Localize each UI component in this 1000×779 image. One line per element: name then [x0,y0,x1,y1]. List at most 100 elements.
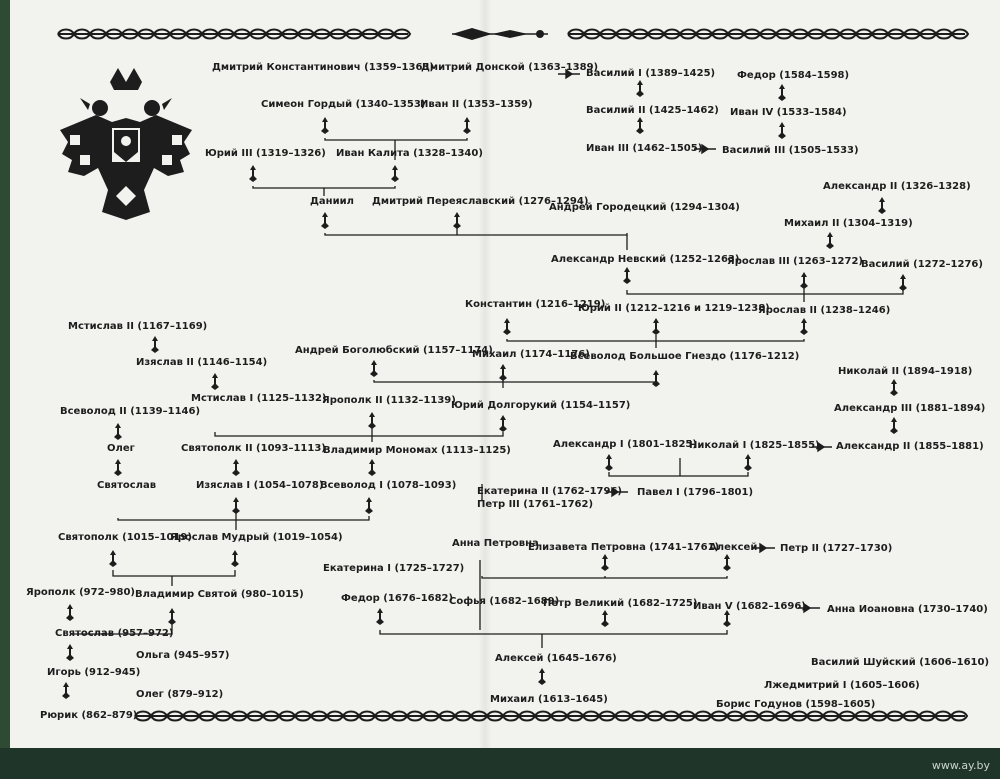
person-label: Андрей Городецкий (1294–1304) [549,202,740,213]
person-label: Василий Шуйский (1606–1610) [811,657,990,668]
person-label: Святополк II (1093–1113) [181,443,326,454]
person-label: Мстислав II (1167–1169) [68,321,208,332]
person-label: Изяслав I (1054–1078) [196,480,324,491]
person-label: Иван V (1682–1696) [693,601,806,612]
lineage-mark [744,454,752,471]
person-label: Петр III (1761–1762) [477,499,594,510]
connectors [70,138,904,648]
person-label: Александр II (1855–1881) [836,441,984,452]
person-label: Симеон Гордый (1340–1353) [261,99,426,110]
lineage-mark [538,668,546,685]
person-label: Елизавета Петровна (1741–1761) [528,542,720,553]
person-label: Владимир Мономах (1113–1125) [323,445,511,456]
person-label: Александр II (1326–1328) [823,181,971,192]
person-label: Павел I (1796–1801) [637,487,754,498]
ornament-top-left [57,28,412,40]
person-label: Михаил (1174–1176) [472,349,590,360]
lineage-mark [636,80,644,97]
person-label: Ярослав III (1263–1272) [727,256,863,267]
person-label: Федор (1676–1682) [341,593,454,604]
bottom-edge [0,748,1000,779]
person-label: Иван Калита (1328–1340) [336,148,483,159]
person-label: Мстислав I (1125–1132) [191,393,327,404]
person-label: Борис Годунов (1598–1605) [716,699,876,710]
lineage-mark [376,608,384,625]
person-label: Петр II (1727–1730) [780,543,893,554]
lineage-mark [499,415,507,432]
lineage-mark [636,117,644,134]
person-label: Николай I (1825–1855) [689,440,820,451]
lineage-mark [365,497,373,514]
person-label: Константин (1216–1219) [465,299,606,310]
person-label: Всеволод II (1139–1146) [60,406,201,417]
lineage-mark [114,423,122,440]
person-label: Олег (879–912) [136,689,224,700]
lineage-mark [114,459,122,476]
person-label: Ярополк (972–980) [26,587,135,598]
person-label: Ярослав II (1238–1246) [758,305,891,316]
lineage-mark [368,412,376,429]
person-label: Андрей Боголюбский (1157–1174) [295,345,493,356]
succession-arrows [558,68,832,614]
person-label: Ярослав Мудрый (1019–1054) [170,532,343,543]
watermark: www.ay.by [931,759,990,772]
lineage-mark [601,554,609,571]
person-label: Всеволод Большое Гнездо (1176–1212) [570,351,800,362]
lineage-mark [800,318,808,335]
person-label: Александр Невский (1252–1263) [551,254,740,265]
person-label: Ольга (945–957) [136,650,230,661]
person-label: Владимир Святой (980–1015) [135,589,304,600]
person-label: Дмитрий Донской (1363–1389) [421,62,599,73]
lineage-mark [453,212,461,229]
person-label: Михаил II (1304–1319) [784,218,913,229]
person-label: Василий III (1505–1533) [722,145,859,156]
person-label: Василий (1272–1276) [861,259,983,270]
ornament-top-right [567,28,970,40]
lineage-mark [168,608,176,625]
lineage-mark [211,373,219,390]
lineage-mark [62,682,70,699]
lineage-mark [370,360,378,377]
lineage-mark [652,370,660,387]
lineage-mark [66,644,74,661]
lineage-mark [605,454,613,471]
person-label: Николай II (1894–1918) [838,366,973,377]
binding-edge [0,0,10,779]
person-label: Иван IV (1533–1584) [730,107,847,118]
lineage-mark [321,212,329,229]
person-label: Юрий Долгорукий (1154–1157) [451,400,631,411]
person-label: Федор (1584–1598) [737,70,850,81]
lineage-mark [623,267,631,284]
person-label: Петр Великий (1682–1725) [543,598,698,609]
person-label: Иван III (1462–1505) [586,143,703,154]
lineage-mark [321,117,329,134]
lineage-mark [890,417,898,434]
lineage-mark [109,550,117,567]
lineage-marks [62,80,907,699]
person-label: Екатерина I (1725–1727) [323,563,465,574]
person-label: Алексей [709,542,758,553]
person-label: Софья (1682–1689) [449,596,560,607]
lineage-mark [601,610,609,627]
lineage-mark [249,165,257,182]
lineage-mark [66,604,74,621]
lineage-mark [368,459,376,476]
person-label: Михаил (1613–1645) [490,694,608,705]
person-label: Даниил [310,196,354,207]
person-label: Святослав [97,480,157,491]
person-label: Святослав (957–972) [55,628,174,639]
lineage-mark [890,379,898,396]
ornament-bottom [134,710,969,722]
lineage-mark [826,232,834,249]
lineage-mark [878,197,886,214]
person-label: Святополк (1015–1019) [58,532,192,543]
person-label: Алексей (1645–1676) [495,653,617,664]
person-label: Лжедмитрий I (1605–1606) [764,680,920,691]
person-label: Ярополк II (1132–1139) [322,395,456,406]
person-label: Дмитрий Константинович (1359–1363) [212,62,434,73]
person-label: Василий I (1389–1425) [586,68,716,79]
person-label: Игорь (912–945) [47,667,141,678]
person-label: Изяслав II (1146–1154) [136,357,268,368]
